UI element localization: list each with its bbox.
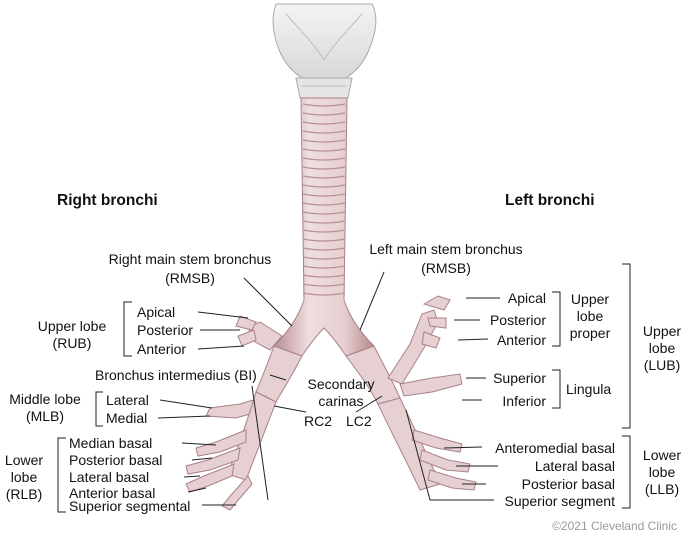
middle-medial: Medial (106, 410, 148, 426)
right-lower-median-basal: Median basal (69, 435, 153, 451)
right-lower-superior-segmental: Superior segmental (69, 498, 191, 514)
tracheal-ring (302, 220, 346, 224)
copyright: ©2021 Cleveland Clinic (552, 519, 677, 533)
tracheal-ring (302, 238, 346, 242)
upper-lobe-proper-label: Upper lobe proper (569, 291, 611, 341)
right-bronchi-header: Right bronchi (57, 192, 158, 209)
tracheal-ring (302, 274, 346, 278)
tracheal-ring (302, 247, 346, 251)
left-upper-anterior: Anterior (496, 332, 546, 348)
tracheal-ring (302, 283, 346, 287)
lc2-label: LC2 (346, 413, 372, 429)
tracheal-ring (302, 265, 346, 269)
tracheal-ring (302, 193, 346, 197)
left-lower-superior-segment: Superior segment (504, 493, 615, 509)
right-bronchial-tree (185, 315, 303, 511)
tracheal-ring (302, 157, 346, 161)
right-lower-posterior-basal: Posterior basal (69, 452, 163, 468)
left-lower-lateral-basal: Lateral basal (534, 458, 615, 474)
left-upper-posterior: Posterior (489, 312, 546, 328)
rmsb-label: Right main stem bronchus (RMSB) (108, 251, 272, 286)
tracheal-ring (302, 121, 346, 125)
tracheal-ring (302, 175, 346, 179)
tracheal-ring (302, 112, 346, 116)
right-upper-anterior: Anterior (137, 341, 187, 357)
right-upper-posterior: Posterior (137, 322, 194, 338)
tracheal-ring (302, 103, 346, 107)
tracheal-ring (302, 211, 346, 215)
left-bronchi-header: Left bronchi (505, 192, 595, 209)
tracheal-ring (302, 256, 346, 260)
left-upper-apical: Apical (507, 290, 546, 306)
tracheal-ring (302, 130, 346, 134)
tracheal-ring (302, 148, 346, 152)
tracheal-ring (302, 202, 346, 206)
secondary-carinas-label: Secondary carinas (307, 376, 375, 409)
lingula-label: Lingula (566, 381, 612, 397)
right-lower-lobe-label: Lower lobe (RLB) (4, 452, 44, 502)
left-lower-anteromedial-basal: Anteromedial basal (495, 440, 615, 456)
leader-lines (57, 263, 631, 513)
right-lower-anterior-basal: Anterior basal (69, 485, 156, 501)
lingula-inferior: Inferior (502, 393, 546, 409)
left-upper-lobe-label: Upper lobe (LUB) (642, 323, 682, 373)
tracheal-ring (302, 292, 346, 296)
right-lower-lateral-basal: Lateral basal (69, 469, 150, 485)
left-lower-lobe-label: Lower lobe (LLB) (642, 447, 682, 497)
right-upper-apical: Apical (137, 304, 176, 320)
middle-lateral: Lateral (106, 392, 149, 408)
tracheal-ring (302, 139, 346, 143)
larynx (272, 3, 377, 99)
lingula-superior: Superior (493, 370, 546, 386)
left-bronchial-tree (345, 295, 477, 491)
lmsb-label: Left main stem bronchus (RMSB) (369, 241, 523, 276)
right-upper-lobe-label: Upper lobe (RUB) (37, 318, 107, 351)
middle-lobe-label: Middle lobe (MLB) (9, 391, 81, 424)
bronchus-intermedius-label: Bronchus intermedius (BI) (95, 367, 257, 383)
rc2-label: RC2 (304, 413, 333, 429)
tracheal-ring (302, 184, 346, 188)
tracheal-ring (302, 166, 346, 170)
left-lower-posterior-basal: Posterior basal (521, 476, 615, 492)
tracheal-ring (302, 229, 346, 233)
trachea (273, 97, 375, 357)
